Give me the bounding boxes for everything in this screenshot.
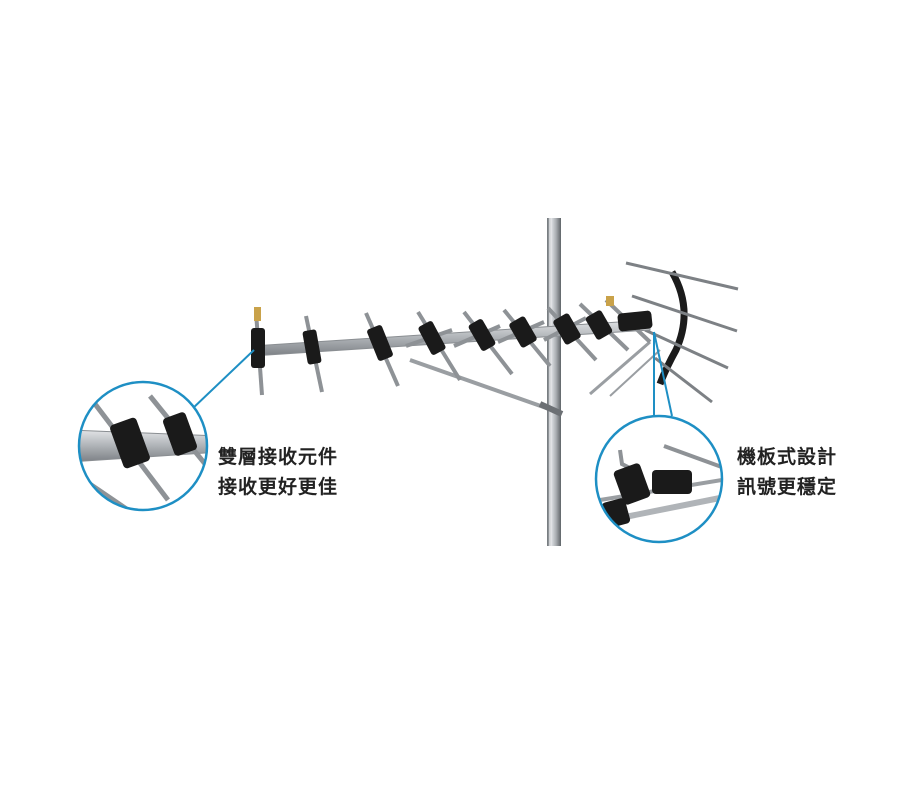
element-8 [578, 302, 630, 352]
element-5 [453, 310, 514, 376]
support-strut [409, 358, 564, 417]
element-1 [251, 307, 265, 396]
callout-left-line2: 接收更好更佳 [218, 476, 339, 498]
callout-left-line1: 雙層接收元件 [218, 446, 339, 468]
element-9 [604, 296, 653, 344]
element-4 [405, 310, 462, 382]
callout-right-line2: 訊號更穩定 [737, 476, 838, 498]
callout-left-magnifier [77, 349, 255, 512]
element-6 [497, 308, 552, 368]
reflector [589, 261, 739, 404]
callout-right-magnifier [594, 331, 724, 544]
callout-right-line1: 機板式設計 [737, 446, 838, 468]
element-7 [543, 306, 598, 362]
director-elements [251, 296, 653, 396]
mast [547, 218, 561, 546]
element-2 [302, 315, 324, 393]
callout-left-caption: 雙層接收元件 接收更好更佳 [218, 442, 338, 502]
callout-left-ring [77, 380, 209, 512]
callout-right-caption: 機板式設計 訊號更穩定 [737, 442, 837, 502]
callout-right-ring [594, 414, 724, 544]
element-3 [364, 312, 400, 387]
